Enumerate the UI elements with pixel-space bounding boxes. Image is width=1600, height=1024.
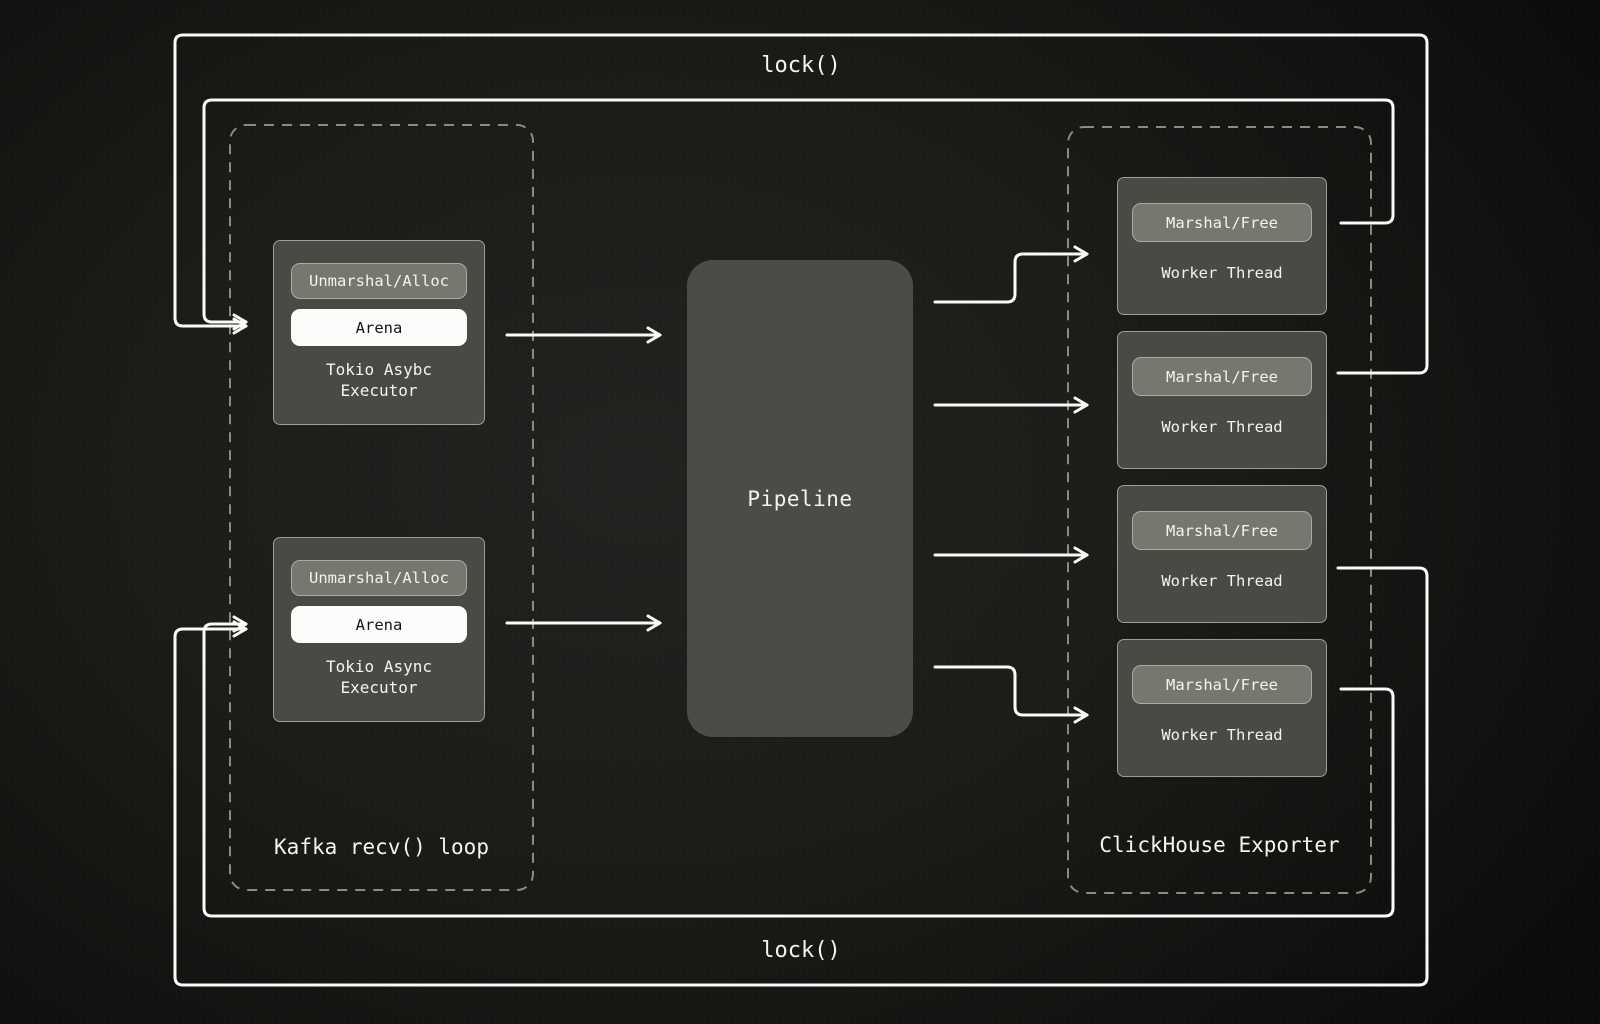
unmarshal-alloc-chip: Unmarshal/Alloc <box>291 560 467 596</box>
marshal-free-chip: Marshal/Free <box>1132 665 1312 704</box>
arena-chip: Arena <box>291 606 467 643</box>
arrow-pipeline-to-worker4 <box>933 665 1089 724</box>
kafka-group-label: Kafka recv() loop <box>274 835 489 859</box>
exporter-group-label: ClickHouse Exporter <box>1099 833 1340 857</box>
executor-name-line2: Executor <box>340 381 418 400</box>
lock-loop-bottom-outer-path <box>173 566 1429 987</box>
kafka-group-outline <box>229 124 534 891</box>
executor-name: Tokio Async Executor <box>274 656 484 698</box>
worker-thread-label: Worker Thread <box>1161 572 1283 590</box>
executor-box-1: Unmarshal/Alloc Arena Tokio Asybc Execut… <box>273 240 485 425</box>
lock-loop-bottom-inner-path <box>202 615 1395 918</box>
executor-name: Tokio Asybc Executor <box>274 359 484 401</box>
marshal-free-chip: Marshal/Free <box>1132 203 1312 242</box>
marshal-free-chip: Marshal/Free <box>1132 357 1312 396</box>
worker-thread-label: Worker Thread <box>1161 264 1283 282</box>
pipeline-box: Pipeline <box>687 260 913 737</box>
worker-box-4: Marshal/Free Worker Thread <box>1117 639 1327 777</box>
worker-box-3: Marshal/Free Worker Thread <box>1117 485 1327 623</box>
lock-loop-top-outer-path <box>173 33 1429 375</box>
executor-name-line2: Executor <box>340 678 418 697</box>
lock-label-bottom: lock() <box>761 938 841 963</box>
worker-box-2: Marshal/Free Worker Thread <box>1117 331 1327 469</box>
executor-name-line1: Tokio Async <box>326 657 432 676</box>
arrow-pipeline-to-worker1 <box>933 245 1089 304</box>
worker-thread-label: Worker Thread <box>1161 726 1283 744</box>
lock-label-top: lock() <box>761 53 841 78</box>
executor-box-2: Unmarshal/Alloc Arena Tokio Async Execut… <box>273 537 485 722</box>
arena-chip: Arena <box>291 309 467 346</box>
worker-box-1: Marshal/Free Worker Thread <box>1117 177 1327 315</box>
lock-loop-top-inner-path <box>202 98 1395 331</box>
unmarshal-alloc-chip: Unmarshal/Alloc <box>291 263 467 299</box>
worker-thread-label: Worker Thread <box>1161 418 1283 436</box>
marshal-free-chip: Marshal/Free <box>1132 511 1312 550</box>
exporter-group-outline <box>1067 126 1372 894</box>
pipeline-label: Pipeline <box>747 486 853 511</box>
executor-name-line1: Tokio Asybc <box>326 360 432 379</box>
